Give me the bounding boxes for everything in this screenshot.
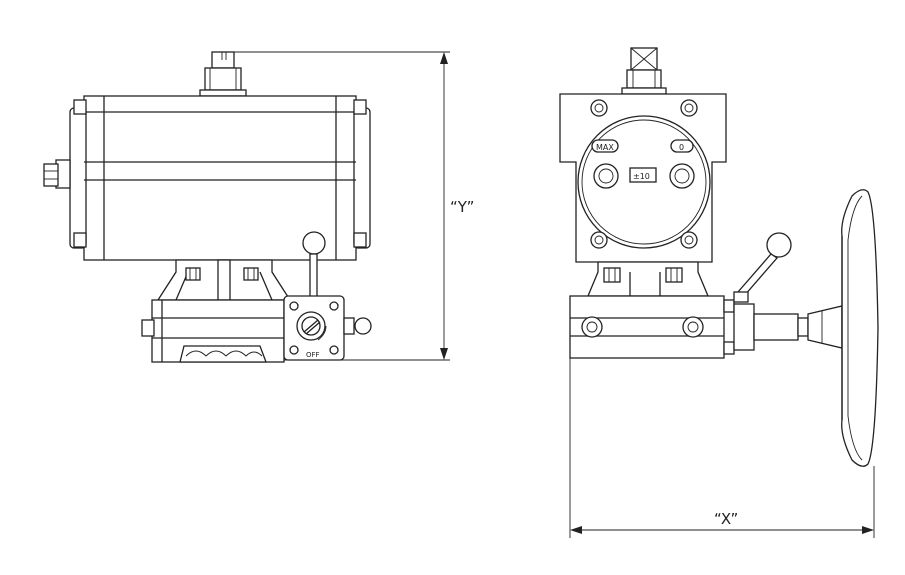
right-top-indicator [621, 47, 667, 95]
x-dimension-label: “X” [714, 510, 738, 528]
right-actuator-face: MAX 0 ±10 [559, 93, 727, 263]
right-lever [733, 232, 792, 303]
range-label: ±10 [633, 172, 650, 181]
right-mounting-bracket [587, 261, 709, 297]
left-gearbox [141, 299, 285, 363]
right-handwheel-shaft [733, 303, 843, 351]
left-mounting-bracket [156, 259, 292, 301]
max-label: MAX [596, 143, 614, 152]
right-handwheel [841, 189, 879, 467]
y-dimension: “Y” [234, 51, 474, 361]
left-top-shaft [199, 51, 247, 97]
left-view: OFF “Y” [43, 51, 474, 363]
zero-label: 0 [679, 143, 684, 152]
left-lever-valve: OFF [283, 231, 372, 361]
y-dimension-label: “Y” [450, 198, 474, 216]
right-view: MAX 0 ±10 [559, 47, 879, 538]
x-dimension: “X” [569, 358, 875, 538]
right-gearbox [569, 295, 735, 359]
off-label: OFF [306, 351, 320, 359]
